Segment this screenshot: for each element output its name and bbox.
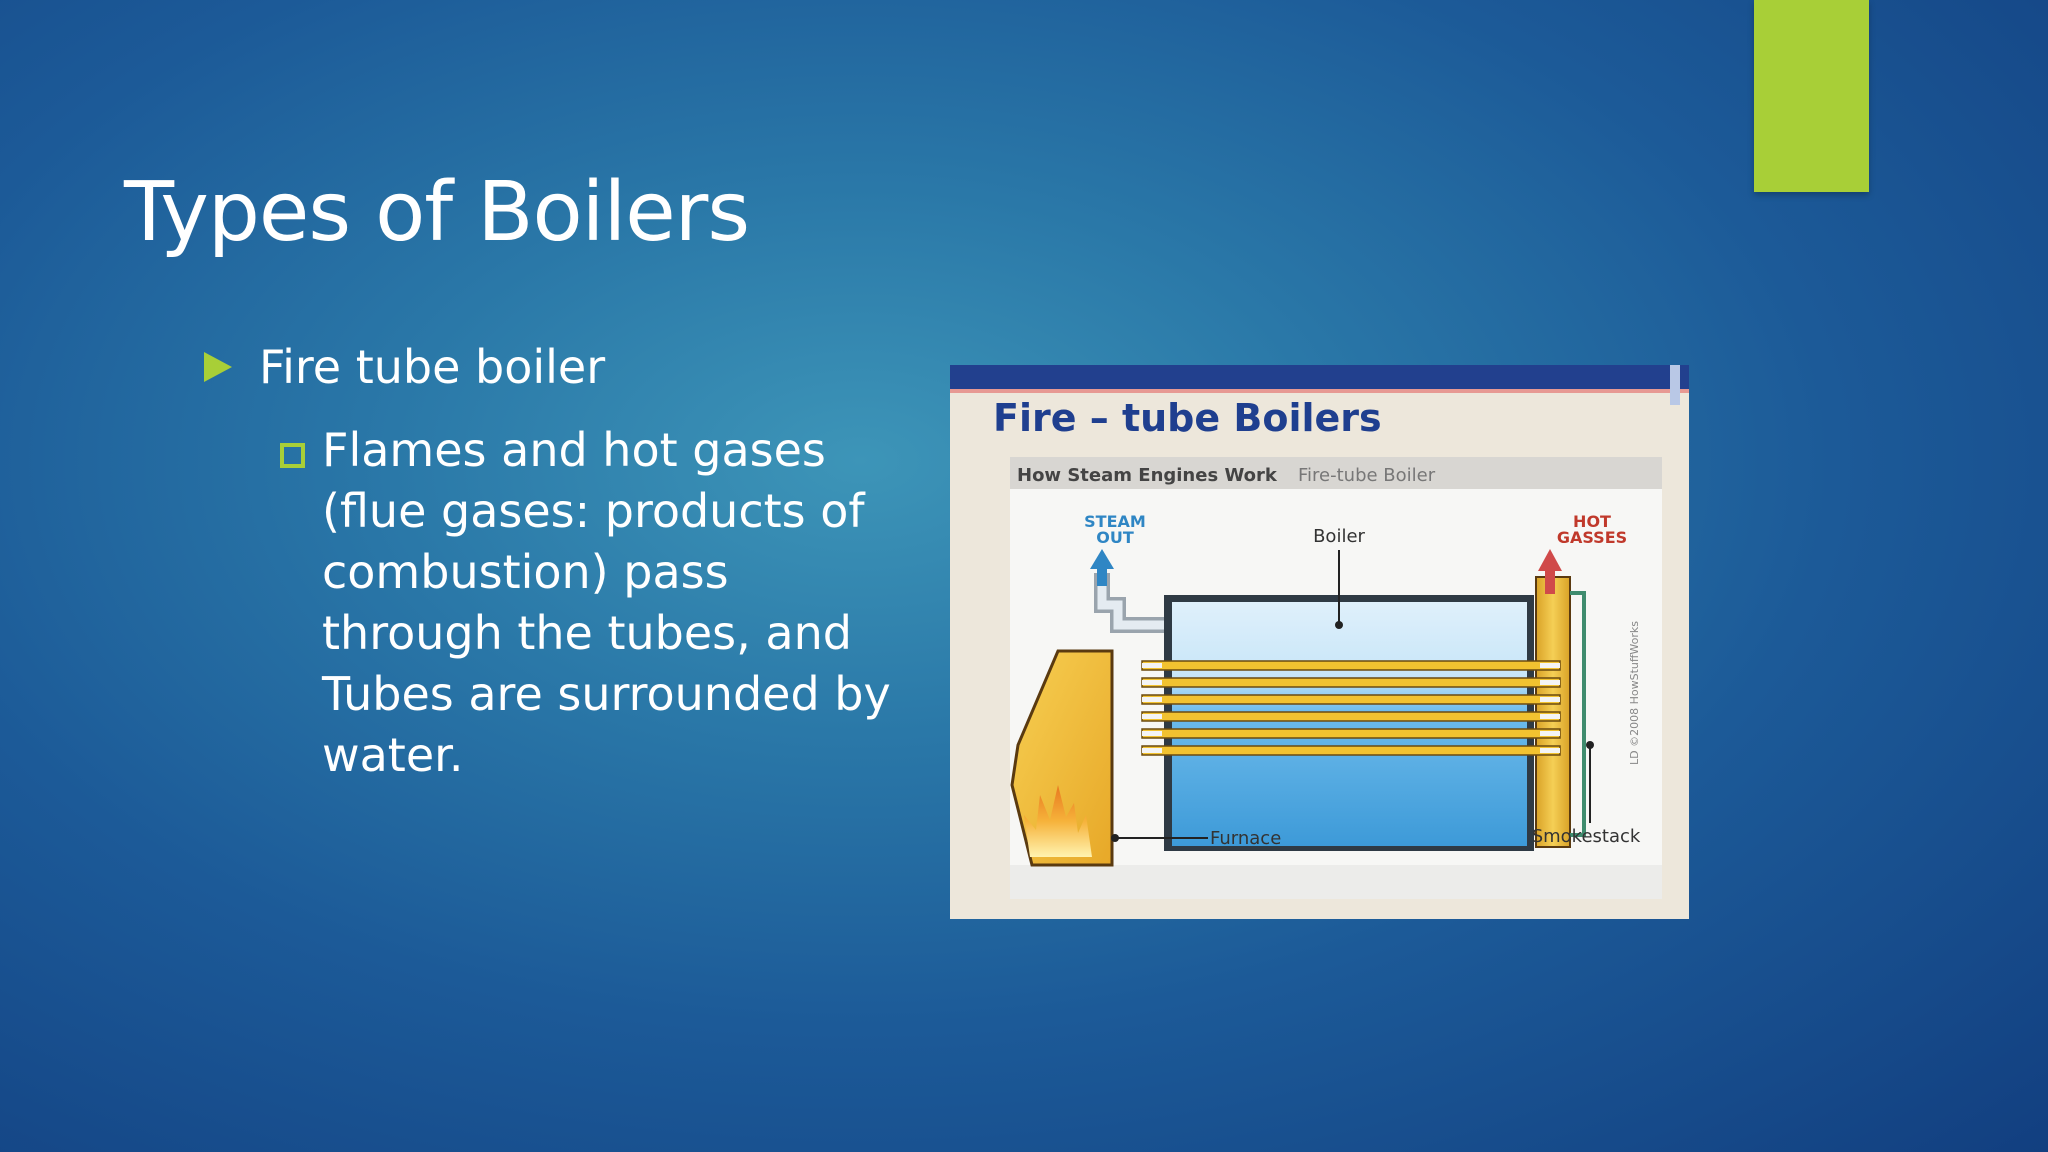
sub-bullet-text: Flames and hot gases (flue gases: produc… <box>322 423 891 782</box>
triangle-bullet-icon <box>204 352 232 382</box>
hot-gasses-arrow-icon <box>1538 549 1562 571</box>
boiler-label: Boiler <box>1313 526 1365 547</box>
bullet-item: Fire tube boiler <box>204 340 605 394</box>
bullet-text: Fire tube boiler <box>259 340 606 394</box>
caption-bold: How Steam Engines Work <box>1017 465 1278 486</box>
fire-tube <box>1141 728 1561 739</box>
top-stripe-red <box>950 389 1689 393</box>
fire-tube <box>1141 694 1561 705</box>
fire-tubes <box>1141 660 1561 756</box>
hot-gasses-label-1: HOT <box>1573 512 1611 531</box>
steam-out-label-2: OUT <box>1096 528 1134 547</box>
sub-bullet-item: Flames and hot gases (flue gases: produc… <box>280 420 930 786</box>
steam-out-label-1: STEAM <box>1084 512 1146 531</box>
furnace <box>1010 649 1114 867</box>
top-stripe-blue <box>950 365 1689 389</box>
fire-tube-boiler-diagram: Fire – tube Boilers How Steam Engines Wo… <box>950 365 1689 919</box>
furnace-label: Furnace <box>1210 828 1281 849</box>
fire-tube <box>1141 711 1561 722</box>
fire-tube <box>1141 745 1561 756</box>
caption-bar <box>1010 457 1662 489</box>
copyright-text: LD ©2008 HowStuffWorks <box>1628 621 1641 765</box>
figure-heading: Fire – tube Boilers <box>993 396 1382 440</box>
square-bullet-icon <box>280 443 305 468</box>
boiler-water <box>1172 602 1527 846</box>
caption-light: Fire-tube Boiler <box>1298 465 1436 486</box>
slide-title: Types of Boilers <box>124 165 750 260</box>
smokestack-label: Smokestack <box>1532 826 1641 847</box>
accent-bar <box>1754 0 1869 192</box>
fire-tube <box>1141 677 1561 688</box>
hot-gasses-label-2: GASSES <box>1557 528 1627 547</box>
flame-icon <box>1024 785 1092 857</box>
steam-out-arrow-icon <box>1090 549 1114 569</box>
fire-tube <box>1141 660 1561 671</box>
